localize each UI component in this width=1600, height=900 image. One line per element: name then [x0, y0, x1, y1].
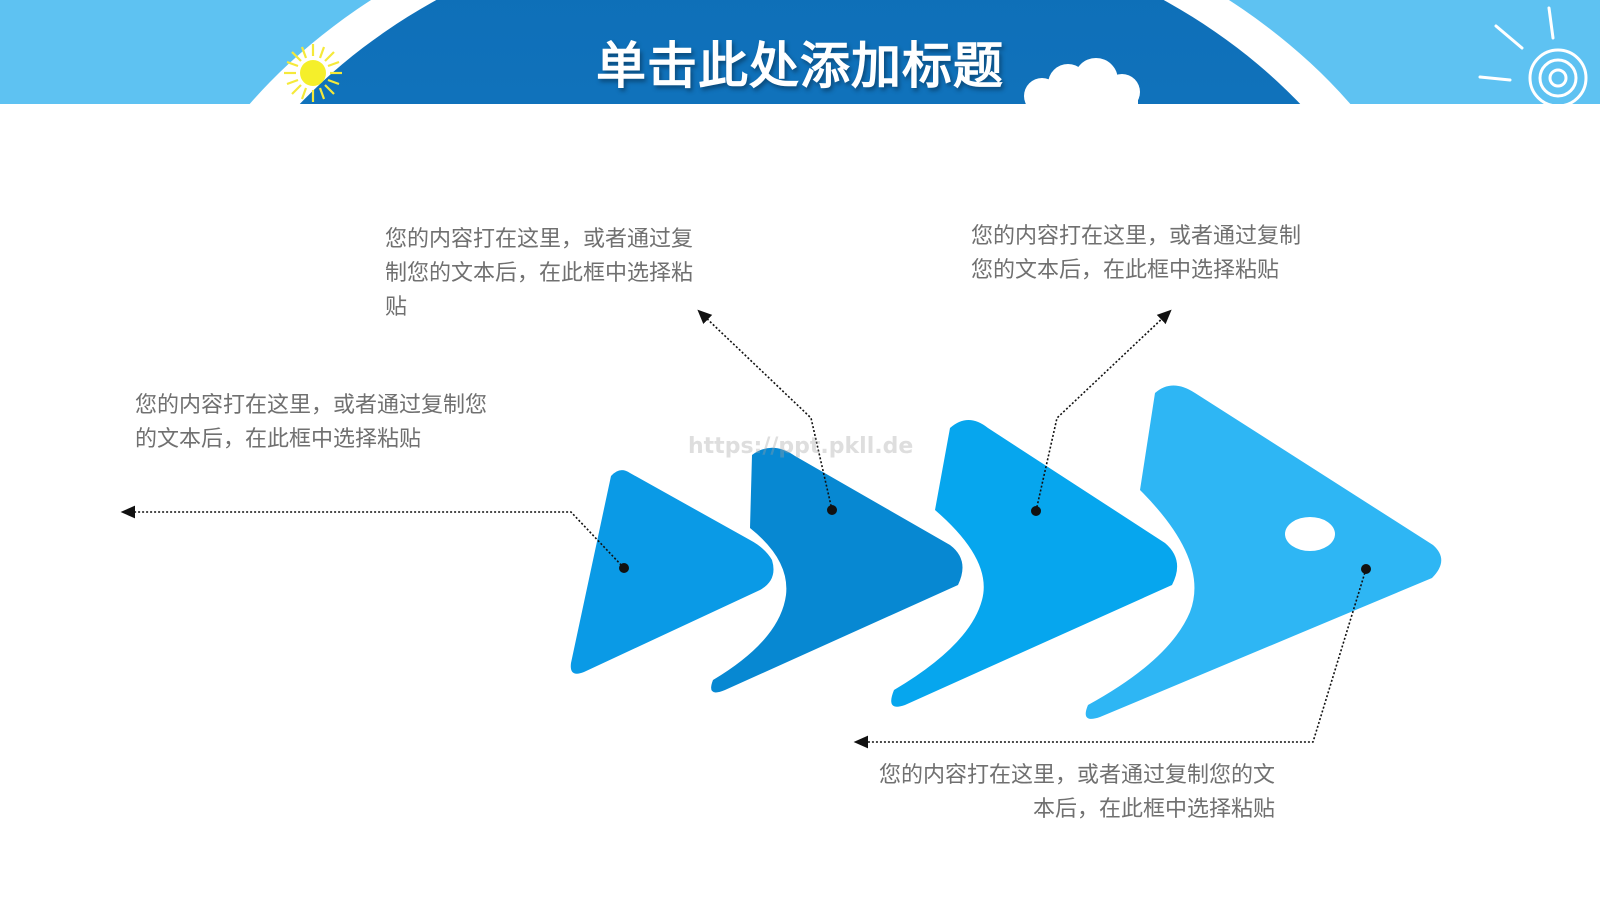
swirl-sun-icon	[1478, 6, 1588, 104]
callout-text-4[interactable]: 您的内容打在这里，或者通过复制您的文本后，在此框中选择粘贴	[878, 763, 1275, 822]
callout-text-2[interactable]: 您的内容打在这里，或者通过复制您的文本后，在此框中选择粘贴	[971, 224, 1302, 283]
header-band: 单击此处添加标题	[0, 0, 1600, 104]
callout-text-3[interactable]: 您的内容打在这里，或者通过复制您的文本后，在此框中选择粘贴	[135, 393, 488, 452]
arrow-shape-3[interactable]	[891, 420, 1178, 707]
connector-line-3	[120, 505, 625, 569]
arrow-shape-2[interactable]	[711, 447, 963, 693]
connector-line-2	[1035, 309, 1172, 512]
sun-icon	[284, 44, 342, 102]
anchor-dot-2	[827, 505, 837, 515]
page-title[interactable]: 单击此处添加标题	[596, 37, 1004, 95]
callout-text-1[interactable]: 您的内容打在这里，或者通过复制您的文本后，在此框中选择粘贴	[385, 227, 694, 320]
anchor-dot-3	[1031, 506, 1041, 516]
header-background	[249, 0, 1588, 104]
cloud-icon	[1024, 58, 1140, 104]
anchor-dot-4	[1361, 564, 1371, 574]
connector-line-4	[853, 568, 1367, 749]
arrow-shape-4[interactable]	[1085, 385, 1442, 719]
watermark-text: https://ppt.pkll.de	[688, 434, 914, 459]
arrow-shape-1[interactable]	[570, 470, 774, 674]
fish-eye	[1285, 517, 1335, 551]
anchor-dot-1	[619, 563, 629, 573]
